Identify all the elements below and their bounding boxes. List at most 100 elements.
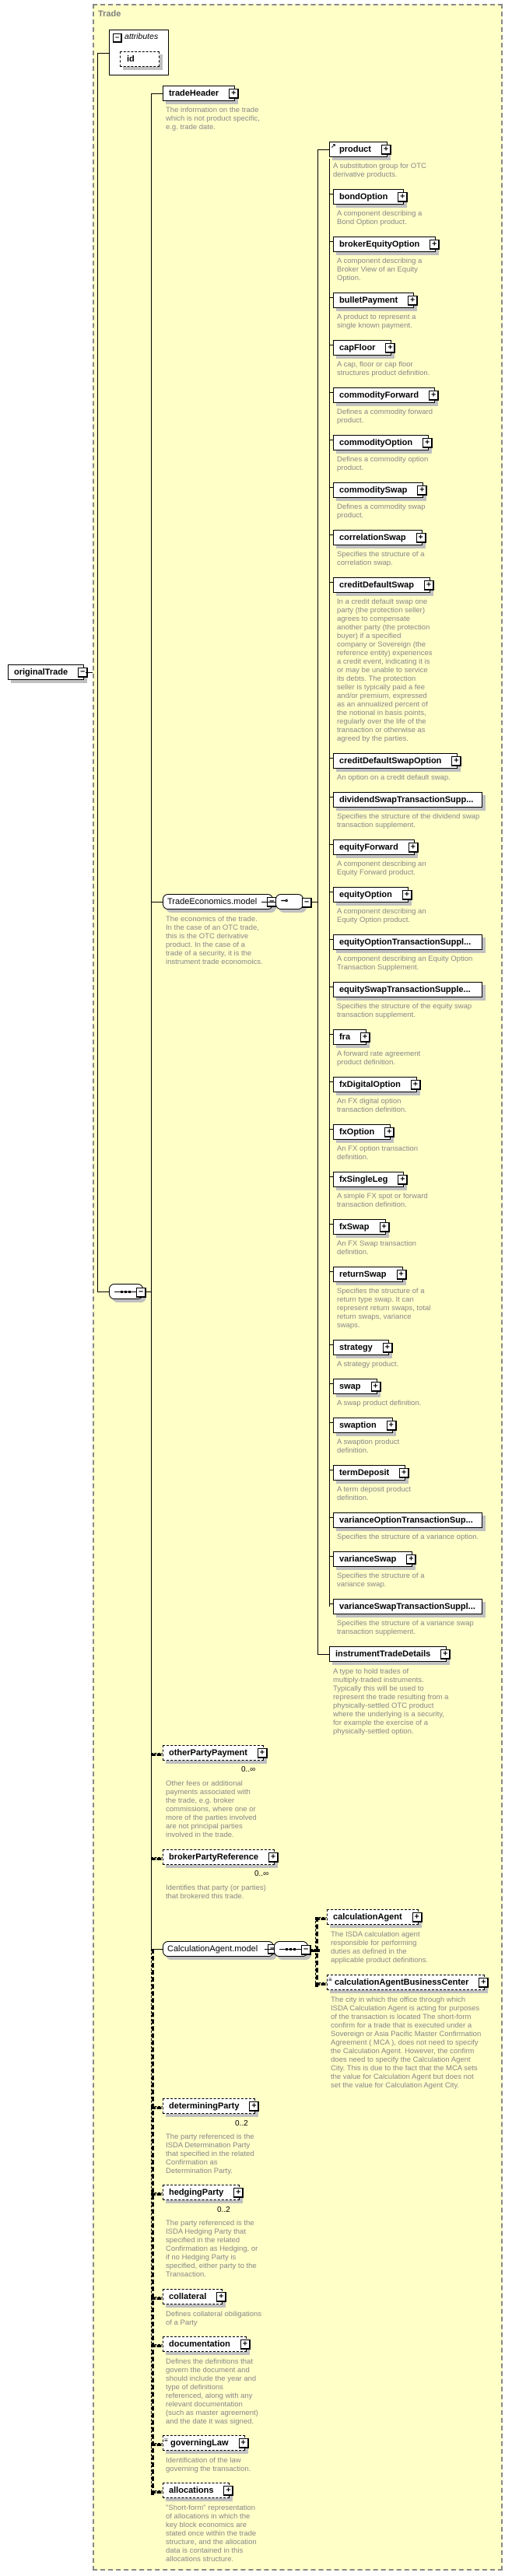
element-calculationAgent[interactable]: calculationAgent + — [327, 1909, 423, 1925]
element-varianceOptionTransactionSup[interactable]: varianceOptionTransactionSup... — [333, 1512, 482, 1528]
element-documentation[interactable]: documentation + — [163, 2336, 251, 2352]
element-label: tradeHeader — [169, 89, 219, 98]
element-swap[interactable]: swap+ — [333, 1379, 381, 1394]
expand-icon[interactable]: + — [216, 2292, 227, 2302]
expand-icon[interactable]: + — [249, 2101, 260, 2112]
expand-icon[interactable]: + — [440, 1649, 451, 1660]
expand-icon[interactable]: + — [402, 890, 412, 900]
collapse-icon[interactable]: − — [136, 1288, 146, 1298]
expand-icon[interactable]: + — [410, 1080, 421, 1090]
element-commoditySwap[interactable]: commoditySwap+ — [333, 482, 428, 498]
connector — [317, 1654, 329, 1655]
element-capFloor[interactable]: capFloor+ — [333, 340, 396, 356]
element-equityOption[interactable]: equityOption+ — [333, 887, 412, 902]
expand-icon[interactable]: + — [380, 145, 391, 155]
expand-icon[interactable]: + — [238, 2438, 249, 2448]
element-bondOption[interactable]: bondOption+ — [333, 189, 409, 205]
element-description: Defines a commodity option product. — [337, 455, 429, 472]
expand-icon[interactable]: + — [429, 391, 440, 401]
element-bulletPayment[interactable]: bulletPayment+ — [333, 293, 419, 308]
element-creditDefaultSwapOption[interactable]: creditDefaultSwapOption+ — [333, 753, 462, 769]
group-calculationAgent-model[interactable]: CalculationAgent.model − — [163, 1941, 279, 1957]
element-collateral[interactable]: collateral + — [163, 2289, 227, 2304]
expand-icon[interactable]: + — [406, 1554, 417, 1565]
connector — [151, 93, 163, 94]
expand-icon[interactable]: + — [399, 1468, 410, 1478]
element-otherPartyPayment[interactable]: otherPartyPayment + — [163, 1745, 268, 1761]
element-returnSwap[interactable]: returnSwap+ — [333, 1267, 407, 1282]
element-description: A term deposit product definition. — [337, 1485, 412, 1502]
collapse-icon[interactable]: − — [113, 33, 122, 43]
expand-icon[interactable]: + — [370, 1382, 381, 1392]
element-fxOption[interactable]: fxOption+ — [333, 1124, 395, 1140]
element-fxSwap[interactable]: fxSwap + — [333, 1219, 390, 1235]
element-description: Specifies the structure of the dividend … — [337, 812, 480, 829]
expand-icon[interactable]: + — [382, 1343, 393, 1353]
element-product[interactable]: ↗ product + — [329, 142, 391, 157]
element-strategy[interactable]: strategy+ — [333, 1340, 393, 1355]
expand-icon[interactable]: + — [257, 1748, 268, 1758]
element-determiningParty[interactable]: determiningParty + — [163, 2098, 260, 2114]
element-equityForward[interactable]: equityForward+ — [333, 839, 419, 855]
expand-icon[interactable]: + — [479, 1978, 489, 1988]
expand-icon[interactable]: + — [412, 1912, 423, 1922]
expand-icon[interactable]: + — [423, 580, 434, 591]
expand-icon[interactable]: + — [396, 1270, 407, 1280]
expand-icon[interactable]: + — [398, 1175, 409, 1185]
element-originalTrade[interactable]: originalTrade − — [8, 664, 89, 680]
element-termDeposit[interactable]: termDeposit+ — [333, 1465, 410, 1481]
expand-icon[interactable]: + — [240, 2339, 251, 2350]
element-brokerEquityOption[interactable]: brokerEquityOption+ — [333, 237, 440, 252]
expand-icon[interactable]: + — [398, 192, 409, 202]
element-instrumentTradeDetails[interactable]: instrumentTradeDetails + — [329, 1646, 451, 1662]
element-correlationSwap[interactable]: correlationSwap+ — [333, 530, 426, 545]
element-commodityForward[interactable]: commodityForward+ — [333, 387, 440, 403]
element-fxDigitalOption[interactable]: fxDigitalOption+ — [333, 1077, 421, 1092]
element-description: An FX option transaction definition. — [337, 1144, 419, 1162]
expand-icon[interactable]: + — [430, 240, 440, 250]
expand-icon[interactable]: + — [233, 2188, 244, 2198]
element-dividendSwapTransactionSupp[interactable]: dividendSwapTransactionSupp... — [333, 792, 482, 808]
element-calculationAgentBusinessCenter[interactable]: ≡ calculationAgentBusinessCenter + — [327, 1975, 489, 1990]
element-label: fxSwap — [339, 1222, 370, 1232]
expand-icon[interactable]: + — [451, 756, 462, 766]
expand-icon[interactable]: + — [408, 843, 419, 853]
element-description: In a credit default swap one party (the … — [337, 598, 433, 743]
expand-icon[interactable]: + — [379, 1222, 390, 1232]
simple-content-icon: ≡ — [164, 2437, 168, 2444]
element-tradeHeader[interactable]: tradeHeader + — [163, 86, 240, 101]
sequence-compositor[interactable] — [274, 1941, 308, 1957]
element-equitySwapTransactionSupple[interactable]: equitySwapTransactionSupple... — [333, 982, 482, 997]
expand-icon[interactable]: + — [386, 1421, 397, 1431]
element-swaption[interactable]: swaption+ — [333, 1418, 397, 1433]
expand-icon[interactable]: + — [417, 485, 428, 496]
element-description: Defines a commodity forward product. — [337, 408, 433, 425]
element-label: equityOptionTransactionSuppl... — [339, 938, 472, 947]
expand-icon[interactable]: + — [229, 89, 240, 99]
expand-icon[interactable]: + — [268, 1852, 279, 1863]
element-governingLaw[interactable]: ≡ governingLaw + — [163, 2435, 249, 2451]
attribute-id[interactable]: id — [120, 51, 160, 67]
element-description: A cap, floor or cap floor structures pro… — [337, 360, 430, 377]
element-hedgingParty[interactable]: hedgingParty + — [163, 2185, 244, 2200]
element-creditDefaultSwap[interactable]: creditDefaultSwap+ — [333, 577, 434, 593]
element-equityOptionTransactionSuppl[interactable]: equityOptionTransactionSuppl... — [333, 934, 482, 950]
element-varianceSwap[interactable]: varianceSwap+ — [333, 1551, 417, 1567]
element-varianceSwapTransactionSuppl[interactable]: varianceSwapTransactionSuppl... — [333, 1599, 482, 1614]
element-brokerPartyReference[interactable]: brokerPartyReference + — [163, 1849, 279, 1865]
element-description: An FX Swap transaction definition. — [337, 1239, 416, 1256]
choice-compositor[interactable]: ⊸ — [275, 894, 303, 909]
expand-icon[interactable]: + — [223, 2486, 234, 2496]
element-allocations[interactable]: allocations + — [163, 2483, 234, 2498]
expand-icon[interactable]: + — [384, 1127, 395, 1137]
element-commodityOption[interactable]: commodityOption+ — [333, 435, 433, 450]
expand-icon[interactable]: + — [423, 438, 433, 448]
element-fra[interactable]: fra+ — [333, 1029, 371, 1045]
expand-icon[interactable]: + — [360, 1032, 371, 1043]
expand-icon[interactable]: + — [385, 343, 396, 353]
group-tradeEconomics-model[interactable]: TradeEconomics.model − — [163, 894, 278, 909]
element-fxSingleLeg[interactable]: fxSingleLeg+ — [333, 1172, 409, 1187]
expand-icon[interactable]: + — [416, 533, 426, 543]
expand-icon[interactable]: + — [408, 296, 419, 306]
collapse-icon[interactable]: − — [302, 898, 312, 908]
